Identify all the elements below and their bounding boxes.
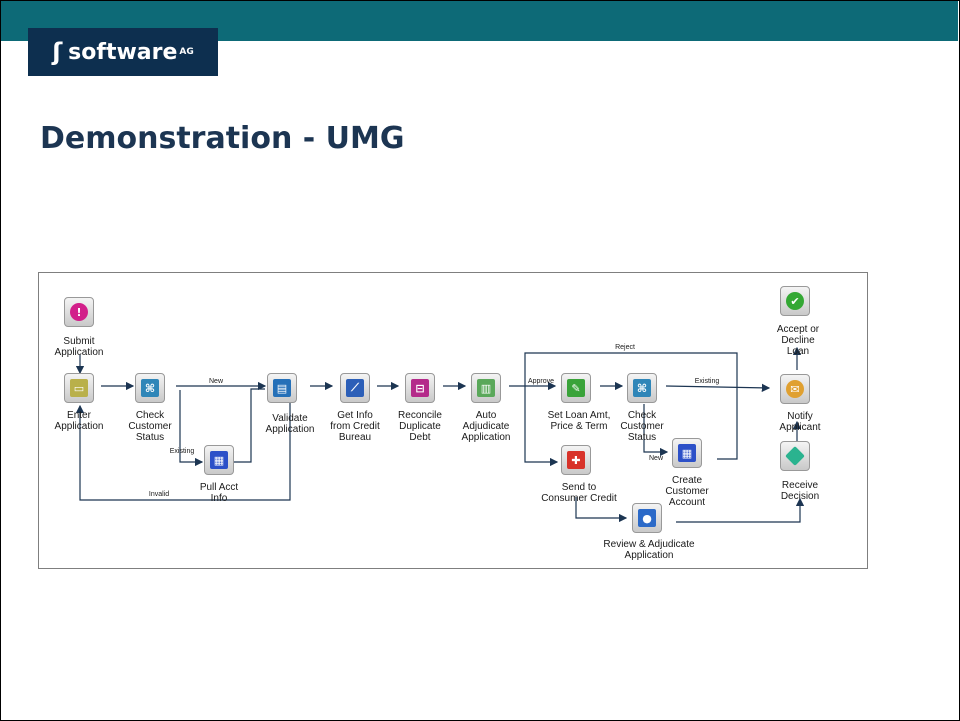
edge-label-existing: Existing — [169, 448, 195, 455]
s-logo-icon: ʃ — [52, 38, 63, 66]
edge-invalid — [75, 402, 291, 501]
create-customer-account-node[interactable]: ▦ — [672, 438, 702, 468]
auto-adjudicate-label: Auto Adjudicate Application — [461, 410, 511, 443]
people-icon: ● — [638, 509, 656, 527]
accept-decline-loan-node[interactable]: ✔ — [780, 286, 810, 316]
notify-icon: ✉ — [786, 380, 804, 398]
edge-check2-create-new — [643, 404, 669, 457]
reconcile-duplicate-debt-label: Reconcile Duplicate Debt — [398, 410, 442, 443]
edge-pull-validate — [232, 388, 265, 463]
notify-applicant-node[interactable]: ✉ — [780, 374, 810, 404]
check-customer-status-node[interactable]: ⌘ — [135, 373, 165, 403]
logo-text: software — [68, 39, 178, 65]
check-customer-status-2-label: Check Customer Status — [620, 410, 664, 443]
reconcile-duplicate-debt-node[interactable]: ⊟ — [405, 373, 435, 403]
get-info-credit-bureau-node[interactable]: ⟋ — [340, 373, 370, 403]
edge-auto-send — [524, 386, 559, 467]
send-consumer-credit-node[interactable]: ✚ — [561, 445, 591, 475]
auto-adjudicate-node[interactable]: ▥ — [471, 373, 501, 403]
data-icon: ▦ — [678, 444, 696, 462]
data-icon: ▦ — [210, 451, 228, 469]
review-adjudicate-label: Review & Adjudicate Application — [603, 539, 695, 561]
connector-layer — [75, 346, 805, 523]
edge-label-approve: Approve — [527, 378, 555, 385]
slide-title: Demonstration - UMG — [40, 121, 405, 156]
enter-application-node[interactable]: ▭ — [64, 373, 94, 403]
service-icon: ⌘ — [141, 379, 159, 397]
edge-label-new-2: New — [648, 455, 664, 462]
validate-application-label: Validate Application — [265, 413, 315, 435]
document-icon: ▥ — [477, 379, 495, 397]
pull-acct-info-node[interactable]: ▦ — [204, 445, 234, 475]
accept-decline-loan-label: Accept or Decline Loan — [776, 324, 820, 357]
receive-decision-node[interactable] — [780, 441, 810, 471]
process-diagram: ! Submit Application ▭ Enter Application… — [38, 272, 868, 569]
validate-application-node[interactable]: ▤ — [267, 373, 297, 403]
receive-decision-label: Receive Decision — [780, 480, 820, 502]
software-ag-logo: ʃ software AG — [28, 28, 218, 76]
merge-icon: ⊟ — [411, 379, 429, 397]
pull-acct-info-label: Pull Acct Info — [199, 482, 239, 504]
edge-check2-notify-existing — [665, 383, 771, 393]
check-customer-status-label: Check Customer Status — [128, 410, 172, 443]
diamond-icon — [785, 446, 805, 466]
chart-icon: ⟋ — [346, 379, 364, 397]
create-customer-account-label: Create Customer Account — [665, 475, 709, 508]
send-consumer-credit-label: Send to Consumer Credit — [541, 482, 617, 504]
send-icon: ✚ — [567, 451, 585, 469]
start-event-icon: ! — [70, 303, 88, 321]
edge-label-reject: Reject — [615, 344, 635, 351]
edge-reject — [524, 352, 738, 460]
set-loan-amt-label: Set Loan Amt, Price & Term — [547, 410, 611, 432]
enter-application-label: Enter Application — [54, 410, 104, 432]
get-info-credit-bureau-label: Get Info from Credit Bureau — [330, 410, 380, 443]
submit-application-node[interactable]: ! — [64, 297, 94, 327]
submit-application-label: Submit Application — [54, 336, 104, 358]
notify-applicant-label: Notify Applicant — [779, 411, 821, 433]
service-icon: ⌘ — [633, 379, 651, 397]
checkmark-icon: ✔ — [786, 292, 804, 310]
review-adjudicate-node[interactable]: ● — [632, 503, 662, 533]
set-loan-amt-node[interactable]: ✎ — [561, 373, 591, 403]
edge-label-new: New — [208, 378, 224, 385]
edge-check-pull-existing — [179, 390, 204, 467]
form-icon: ▭ — [70, 379, 88, 397]
edge-label-invalid: Invalid — [148, 491, 170, 498]
edge-send-review — [575, 497, 628, 523]
tools-icon: ✎ — [567, 379, 585, 397]
logo-suffix: AG — [179, 47, 194, 57]
edge-review-receive — [676, 497, 805, 523]
table-icon: ▤ — [273, 379, 291, 397]
check-customer-status-2-node[interactable]: ⌘ — [627, 373, 657, 403]
edge-label-existing-2: Existing — [694, 378, 720, 385]
